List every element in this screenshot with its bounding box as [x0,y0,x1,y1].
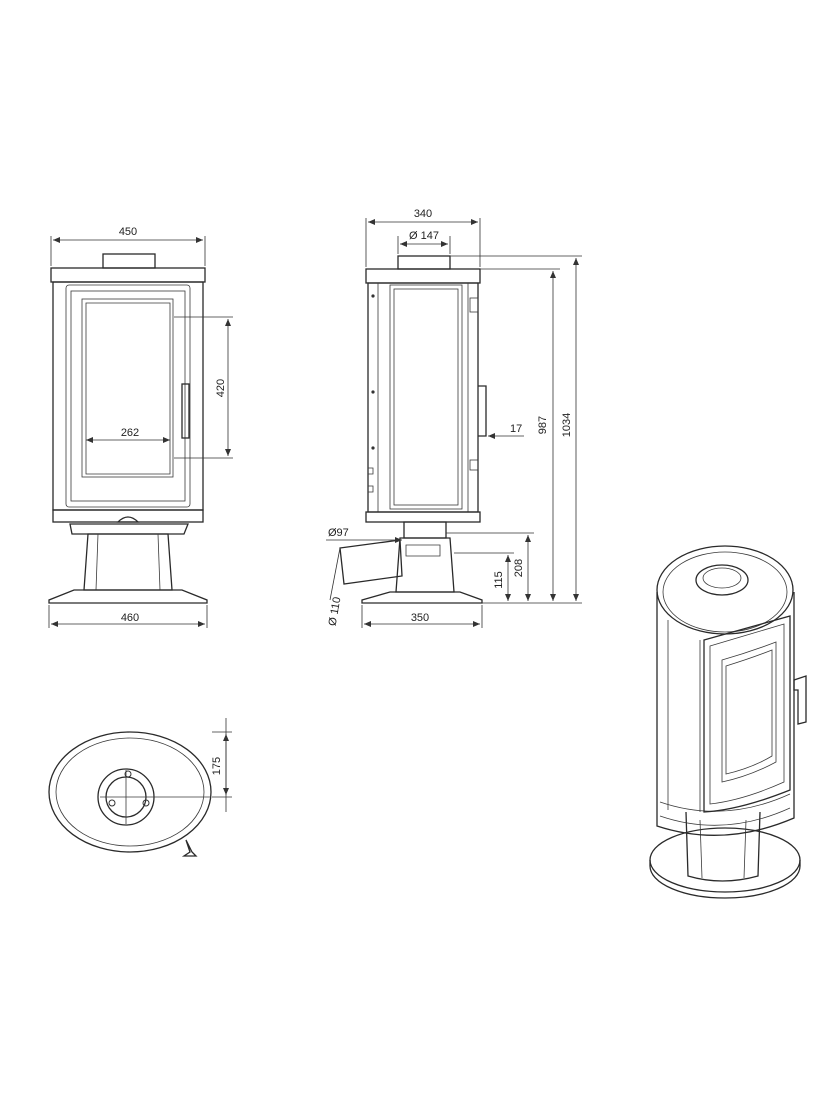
dim-420: 420 [215,379,227,397]
dim-115: 115 [493,571,505,589]
front-door-frame [65,284,191,508]
side-base-plate [361,591,483,604]
side-back-notches [368,467,374,493]
dim-350: 350 [411,612,429,624]
dim-175: 175 [211,757,223,775]
side-handle [478,385,487,437]
side-top-plate [365,268,481,284]
dim-208: 208 [513,559,525,577]
iso-glass [721,641,777,783]
side-flue-collar [397,255,451,270]
dim-17: 17 [510,423,522,435]
top-view: 175 [48,718,232,857]
side-bottom-band [365,511,481,523]
side-air-duct [339,539,403,585]
isometric-view [649,545,807,899]
iso-pedestal [685,811,761,882]
front-body [52,281,204,511]
iso-base-plate [649,827,801,893]
front-glass-inner [85,302,171,475]
side-air-inlet [403,521,447,539]
top-outer-oval [48,731,212,853]
dim-d97: Ø97 [328,527,349,539]
dim-987: 987 [537,416,549,434]
front-door-inner [70,290,186,502]
dim-340: 340 [414,208,432,220]
front-ash-lever [116,516,140,523]
iso-flue-collar [695,564,749,596]
front-top-plate [50,267,206,283]
top-handle-knob [181,839,198,857]
front-glass [81,298,174,478]
dim-450: 450 [119,226,137,238]
side-view: 340 Ø 147 17 987 1034 208 115 Ø97 Ø 110 … [326,208,582,628]
front-view: 450 420 262 460 [48,226,233,628]
front-pedestal-top [69,523,189,535]
front-handle [181,383,190,439]
dim-1034: 1034 [561,413,573,437]
dim-262: 262 [121,427,139,439]
side-pedestal [395,537,455,593]
dim-460: 460 [121,612,139,624]
side-door-panel [389,284,463,510]
front-base-plate [48,589,208,604]
front-bottom-band [52,509,204,523]
iso-door [703,615,791,813]
front-flue-collar [102,253,156,269]
dim-d147: Ø 147 [409,230,439,242]
iso-body [656,592,795,836]
dim-d110: Ø 110 [327,596,344,627]
side-door-panel-inner [393,288,459,506]
side-body [367,282,479,513]
iso-handle [793,675,807,725]
